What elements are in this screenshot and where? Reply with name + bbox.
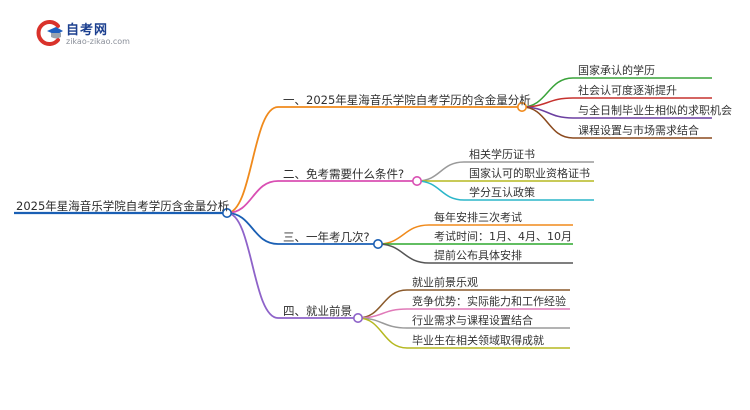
leaf-node[interactable]: 相关学历证书 [469, 148, 535, 161]
leaf-node[interactable]: 考试时间：1月、4月、10月 [434, 230, 572, 243]
branch-node-3[interactable]: 三、一年考几次? [283, 230, 370, 244]
leaf-connector [521, 106, 574, 139]
root-node-dot [222, 208, 233, 219]
leaf-connector [416, 161, 465, 182]
branch-node-dot [516, 102, 527, 113]
leaf-node[interactable]: 竞争优势：实际能力和工作经验 [412, 295, 566, 308]
branch-connector [226, 212, 279, 319]
leaf-connector [377, 243, 430, 264]
branch-node-dot [411, 176, 422, 187]
leaf-connector [357, 317, 408, 349]
leaf-node[interactable]: 就业前景乐观 [412, 276, 478, 289]
leaf-node[interactable]: 毕业生在相关领域取得成就 [412, 334, 544, 347]
branch-node-1[interactable]: 一、2025年星海音乐学院自考学历的含金量分析 [283, 93, 531, 107]
site-logo[interactable]: 自考网 zikao-zikao.com [34, 18, 144, 48]
branch-connector [226, 212, 279, 245]
leaf-connector [416, 180, 465, 201]
leaf-node[interactable]: 行业需求与课程设置结合 [412, 314, 533, 327]
leaf-node[interactable]: 社会认可度逐渐提升 [578, 84, 677, 97]
branch-node-2[interactable]: 二、免考需要什么条件? [283, 167, 405, 181]
branch-node-4[interactable]: 四、就业前景 [283, 304, 352, 318]
branch-node-dot [372, 239, 383, 250]
leaf-node[interactable]: 国家承认的学历 [578, 64, 655, 77]
leaf-node[interactable]: 课程设置与市场需求结合 [578, 124, 699, 137]
leaf-connector [377, 224, 430, 245]
branch-connector [226, 180, 279, 214]
graduation-cap-c-icon [36, 20, 63, 46]
leaf-node[interactable]: 提前公布具体安排 [434, 249, 522, 262]
leaf-node[interactable]: 学分互认政策 [469, 186, 535, 199]
logo-url: zikao-zikao.com [66, 37, 130, 46]
root-node[interactable]: 2025年星海音乐学院自考学历含金量分析 [16, 199, 230, 213]
logo-name: 自考网 [66, 23, 109, 38]
branch-connector [226, 106, 279, 214]
leaf-node[interactable]: 每年安排三次考试 [434, 211, 522, 224]
leaf-node[interactable]: 国家认可的职业资格证书 [469, 167, 590, 180]
leaf-node[interactable]: 与全日制毕业生相似的求职机会 [578, 104, 732, 117]
branch-node-dot [352, 312, 363, 323]
